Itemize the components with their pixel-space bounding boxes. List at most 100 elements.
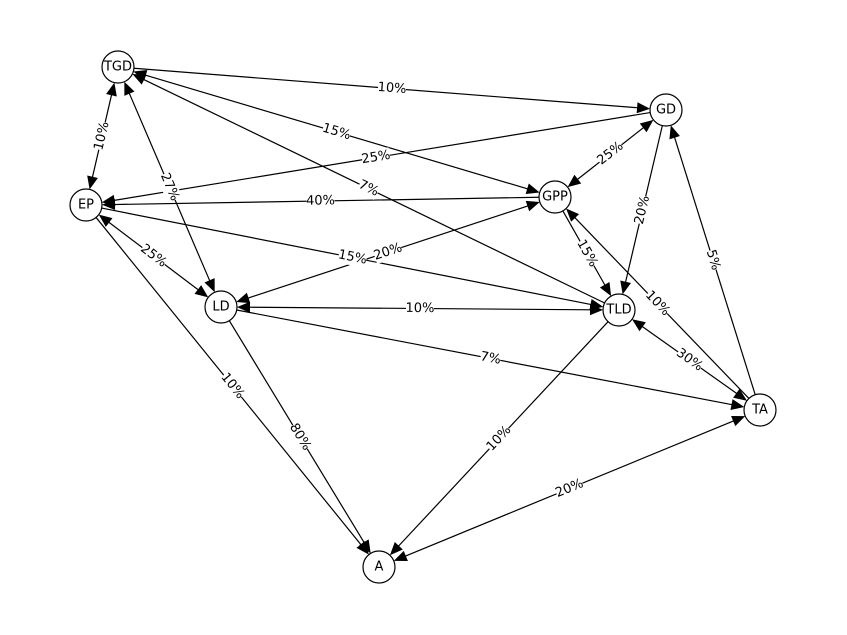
node-circle xyxy=(101,50,135,84)
edge-label: 7% xyxy=(356,177,381,199)
arrowhead-icon xyxy=(730,399,745,410)
arrowhead-icon xyxy=(599,282,612,297)
node-gpp: GPP xyxy=(538,180,572,214)
node-a: A xyxy=(362,550,396,584)
edge-label-group: 25% xyxy=(360,147,392,168)
node-label: TLD xyxy=(605,303,631,318)
edge-label: 20% xyxy=(553,476,585,501)
edge-label: 10% xyxy=(218,370,248,402)
edge-label-group: 27% xyxy=(156,170,183,204)
edge-label: 10% xyxy=(405,301,434,316)
edge-label-background xyxy=(702,248,724,272)
arrowhead-icon xyxy=(236,292,251,304)
edge-label-background xyxy=(337,246,368,269)
edge-label: 7% xyxy=(479,349,502,368)
edge-label: 25% xyxy=(361,148,392,167)
edge-label-background xyxy=(483,422,515,455)
edge-label-background xyxy=(594,138,627,169)
edge-label-group: 15% xyxy=(337,246,368,269)
node-ep: EP xyxy=(69,188,103,222)
arrowhead-icon xyxy=(204,278,215,293)
arrowhead-icon xyxy=(669,125,680,140)
edge-label-background xyxy=(356,176,381,201)
arrowhead-icon xyxy=(106,82,117,97)
edge-label-group: 10% xyxy=(377,79,407,98)
arrowhead-icon xyxy=(236,301,251,313)
node-gd: GD xyxy=(649,93,683,127)
edge-label-background xyxy=(642,287,673,320)
arrowhead-icon xyxy=(98,214,113,227)
edge-label-group: 10% xyxy=(91,120,113,152)
arrowhead-icon xyxy=(359,539,371,554)
edge-label-group: 10% xyxy=(217,370,248,402)
node-circle xyxy=(538,180,572,214)
edge-label-background xyxy=(377,79,407,98)
arrowhead-icon xyxy=(132,73,147,85)
edge-label-group: 5% xyxy=(702,248,724,272)
node-circle xyxy=(602,293,636,327)
node-tgd: TGD xyxy=(101,50,135,84)
edge-label-group: 20% xyxy=(631,194,654,226)
edge-label-group: 20% xyxy=(372,240,404,264)
node-circle xyxy=(649,93,683,127)
edge-label: 25% xyxy=(594,139,626,169)
edge-label-background xyxy=(360,147,392,168)
arrowhead-icon xyxy=(620,280,631,295)
edge-label-background xyxy=(137,241,170,271)
arrowhead-icon xyxy=(566,208,580,222)
arrowhead-icon xyxy=(632,319,646,332)
edge-label-background xyxy=(405,300,435,317)
node-ld: LD xyxy=(204,290,238,324)
arrowhead-icon xyxy=(525,200,540,212)
edge-label: 15% xyxy=(573,237,600,270)
arrowhead-icon xyxy=(639,119,654,133)
arrowhead-icon xyxy=(525,183,540,195)
edge-label-background xyxy=(631,194,654,226)
arrowhead-icon xyxy=(124,81,135,96)
edge-label-background xyxy=(673,345,706,375)
arrowhead-icon xyxy=(567,174,582,188)
edge-label: 20% xyxy=(632,194,653,226)
edge-label-group: 15% xyxy=(573,237,601,270)
node-label: EP xyxy=(78,198,94,213)
edge-label-group: 30% xyxy=(673,345,706,375)
edge-label: 15% xyxy=(337,247,368,267)
edge-label: 30% xyxy=(673,346,705,375)
arrowhead-icon xyxy=(589,304,604,316)
edge-label-group: 40% xyxy=(306,192,335,210)
arrowhead-icon xyxy=(389,542,403,556)
node-label: TA xyxy=(751,403,768,418)
edge-label-background xyxy=(217,370,248,402)
edge-label-background xyxy=(285,420,315,454)
edge-labels-layer: 10%15%10%27%7%25%25%20%5%40%20%15%10%25%… xyxy=(91,79,724,502)
edge-label-background xyxy=(320,120,353,144)
arrowhead-icon xyxy=(733,388,747,401)
arrowhead-icon xyxy=(731,415,746,427)
edge-label-background xyxy=(553,475,586,502)
edge-label-group: 25% xyxy=(137,241,170,271)
node-label: GPP xyxy=(542,190,568,205)
edge-label-background xyxy=(306,192,335,210)
edge-label-group: 25% xyxy=(594,138,627,169)
arrowhead-icon xyxy=(393,550,408,562)
node-tld: TLD xyxy=(602,293,636,327)
edge-label: 10% xyxy=(377,80,407,97)
arrowhead-icon xyxy=(101,199,116,211)
edge-label-group: 10% xyxy=(405,300,435,317)
node-circle xyxy=(362,550,396,584)
edge-label-group: 7% xyxy=(479,348,502,369)
edge-label-group: 7% xyxy=(356,176,381,201)
edge-label-group: 80% xyxy=(285,420,315,454)
edge-label: 27% xyxy=(157,171,182,203)
node-label: A xyxy=(375,560,384,575)
node-circle xyxy=(69,188,103,222)
edge-label-background xyxy=(156,170,183,204)
node-ta: TA xyxy=(743,393,777,427)
node-circle xyxy=(743,393,777,427)
edge-label: 10% xyxy=(91,120,112,152)
edge-label-group: 20% xyxy=(553,475,586,502)
edge-label-group: 15% xyxy=(320,120,353,144)
node-label: LD xyxy=(212,300,229,315)
edge-label-background xyxy=(91,120,113,152)
